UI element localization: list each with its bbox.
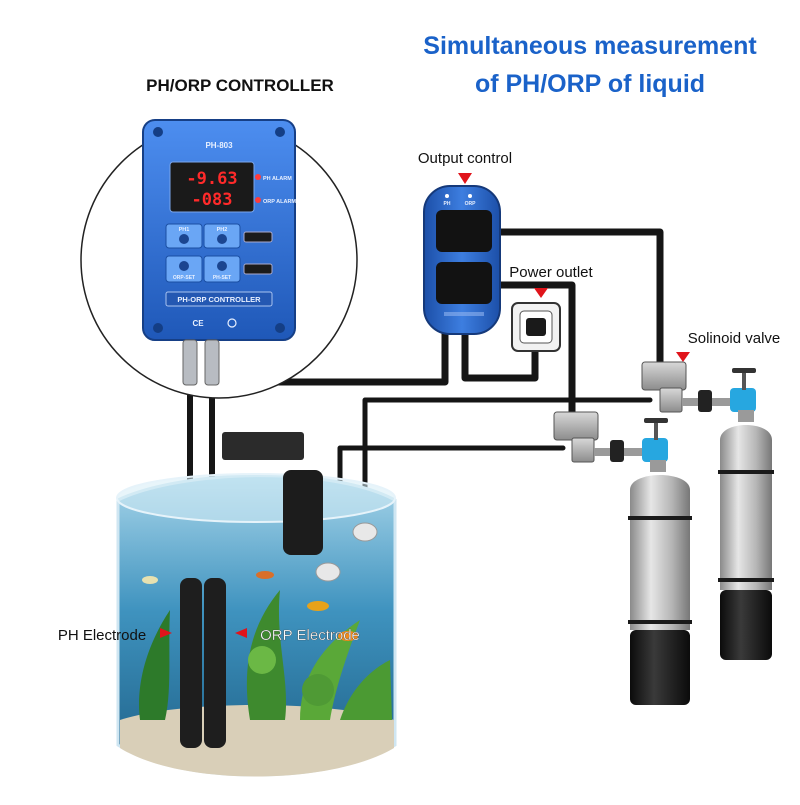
regulator-upper <box>682 368 756 412</box>
power-outlet-label: Power outlet <box>509 264 593 281</box>
suction-cup-right <box>352 522 378 542</box>
gas-cylinder-left <box>628 460 692 705</box>
output-control-body <box>423 185 501 335</box>
aquarium-filter <box>283 470 323 555</box>
ph-electrode <box>180 578 202 748</box>
output-control-label: Output control <box>418 150 512 167</box>
ph-electrode-label: PH Electrode <box>58 627 146 644</box>
ph-alarm-light <box>255 174 261 180</box>
solenoid-valve-lower <box>553 411 599 463</box>
controller-switch-bottom[interactable] <box>243 263 273 275</box>
controller-nameplate-text: PH-ORP CONTROLLER <box>177 295 261 304</box>
orp-electrode-label: ORP Electrode <box>260 627 360 644</box>
orp-set-label: ORP-SET <box>173 275 195 281</box>
ce-mark: CE <box>192 319 204 328</box>
ph1-knob[interactable] <box>179 234 189 244</box>
gas-cylinder-right <box>718 410 774 660</box>
orp-electrode <box>204 578 226 748</box>
title-line-2: of PH/ORP of liquid <box>475 70 705 98</box>
title-line-1: Simultaneous measurement <box>423 32 757 60</box>
regulator-lower <box>594 418 668 462</box>
ph2-knob[interactable] <box>217 234 227 244</box>
cable-gland-right <box>204 339 220 386</box>
controller-power-icon <box>227 318 237 328</box>
controller-nameplate <box>165 291 273 307</box>
controller-callout: PH-803 -9.63 -083 PH ALARM ORP ALARM PH1… <box>80 119 358 399</box>
output-control-unit: PH ORP <box>423 185 501 335</box>
ph-electrode-marker <box>160 628 172 638</box>
ph-alarm-label: PH ALARM <box>263 176 292 182</box>
solenoid-valve-label: Solinoid valve <box>688 330 781 347</box>
electrodes <box>160 578 247 748</box>
aquarium-plants <box>139 590 392 720</box>
power-outlet <box>511 302 561 352</box>
orp-electrode-marker <box>235 628 247 638</box>
display-orp-value: -083 <box>192 190 233 210</box>
ph-set-knob[interactable] <box>217 261 227 271</box>
aquarium <box>116 432 397 777</box>
solenoid-valve-marker <box>676 352 690 362</box>
power-plug[interactable] <box>526 318 546 336</box>
orp-alarm-label: ORP ALARM <box>263 199 296 205</box>
controller-model: PH-803 <box>205 141 233 150</box>
cable-gland-left <box>182 339 198 386</box>
aquarium-filter-hood <box>222 432 304 460</box>
ph1-label: PH1 <box>179 227 190 233</box>
power-outlet-marker <box>534 288 548 298</box>
output-tab-ph: PH <box>444 201 451 207</box>
fish <box>142 571 358 641</box>
suction-cup-left <box>315 562 341 582</box>
controller-switch-top[interactable] <box>243 231 273 243</box>
output-socket-ph[interactable] <box>436 210 492 252</box>
output-tab-orp: ORP <box>465 201 477 207</box>
orp-set-knob[interactable] <box>179 261 189 271</box>
orp-alarm-light <box>255 197 261 203</box>
output-socket-orp[interactable] <box>436 262 492 304</box>
ph2-label: PH2 <box>217 227 228 233</box>
controller-display <box>169 161 255 213</box>
ph-set-label: PH-SET <box>213 275 231 281</box>
display-ph-value: -9.63 <box>186 169 237 189</box>
controller-heading: PH/ORP CONTROLLER <box>146 76 334 95</box>
solenoid-valve-upper <box>641 361 687 413</box>
output-control-marker <box>458 173 472 184</box>
aquarium-top-rim <box>116 473 396 523</box>
